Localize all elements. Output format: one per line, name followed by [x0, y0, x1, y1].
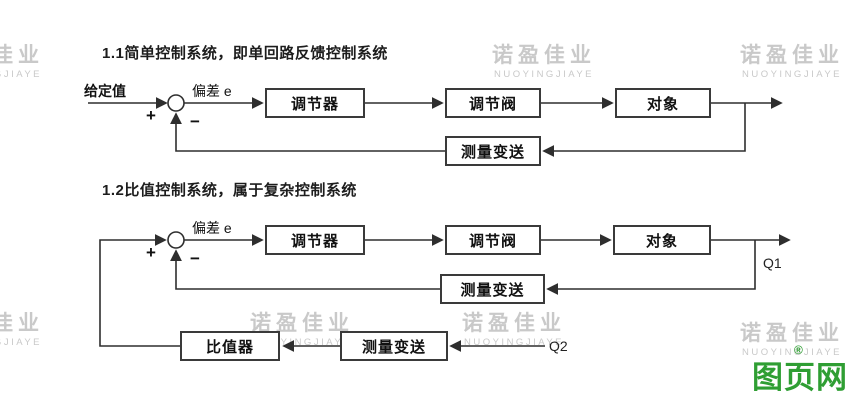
- watermark-cn: 诺盈佳业: [740, 322, 844, 345]
- watermark-en: NUOYINGJIAYE: [0, 337, 43, 349]
- valve-box-2: 调节阀: [445, 225, 541, 255]
- transmitter-label-1: 测量变送: [460, 143, 525, 161]
- watermark: 诺盈佳业 NUOYINGJIAYE: [0, 44, 44, 80]
- plant-label-2: 对象: [645, 232, 678, 250]
- minus-sign-2: −: [190, 249, 200, 268]
- watermark-cn: 诺盈佳业: [740, 44, 844, 67]
- error-label-2: 偏差 e: [192, 220, 232, 236]
- watermark: 诺盈佳业 NUOYINGJIAYE: [0, 312, 44, 348]
- valve-label-1: 调节阀: [468, 95, 517, 113]
- valve-box-1: 调节阀: [445, 88, 541, 118]
- watermark-en: NUOYINGJIAYE: [463, 337, 565, 349]
- tuyewang-logo: ® 图页网: [752, 343, 848, 397]
- transmitter-feedback-label-2: 测量变送: [460, 281, 525, 299]
- plant-label-1: 对象: [646, 95, 679, 113]
- watermark: 诺盈佳业 NUOYINGJIAYE: [250, 312, 354, 348]
- valve-label-2: 调节阀: [468, 232, 517, 250]
- plant-box-2: 对象: [613, 225, 711, 255]
- q1-label: Q1: [763, 255, 782, 271]
- watermark-en: NUOYINGJIAYE: [251, 337, 353, 349]
- ratio-label: 比值器: [205, 338, 254, 356]
- section-title-2: 1.2比值控制系统，属于复杂控制系统: [102, 182, 357, 199]
- q2-label: Q2: [549, 338, 568, 354]
- setpoint-label: 给定值: [84, 83, 126, 99]
- transmitter-q2-box: 测量变送: [340, 331, 448, 361]
- watermark-cn: 诺盈佳业: [250, 312, 354, 335]
- watermark-cn: 诺盈佳业: [462, 312, 566, 335]
- watermark: 诺盈佳业 NUOYINGJIAYE: [740, 322, 844, 358]
- section-title-1: 1.1简单控制系统，即单回路反馈控制系统: [102, 45, 388, 62]
- watermark: 诺盈佳业 NUOYINGJIAYE: [462, 312, 566, 348]
- plus-sign-2: +: [146, 243, 156, 262]
- controller-label-1: 调节器: [290, 95, 339, 113]
- watermark: 诺盈佳业 NUOYINGJIAYE: [740, 44, 844, 80]
- transmitter-q2-label: 测量变送: [361, 338, 426, 356]
- watermark-cn: 诺盈佳业: [0, 44, 44, 67]
- controller-box-1: 调节器: [265, 88, 365, 118]
- watermark-en: NUOYINGJIAYE: [0, 69, 43, 81]
- logo-text: 图页网: [752, 360, 848, 395]
- minus-sign-1: −: [190, 112, 200, 131]
- plant-box-1: 对象: [615, 88, 711, 118]
- registered-mark: ®: [794, 343, 803, 357]
- watermark: 诺盈佳业 NUOYINGJIAYE: [492, 44, 596, 80]
- transmitter-feedback-box-2: 测量变送: [440, 274, 545, 304]
- watermark-en: NUOYINGJIAYE: [493, 69, 595, 81]
- error-label-1: 偏差 e: [192, 83, 232, 99]
- plus-sign-1: +: [146, 106, 156, 125]
- controller-box-2: 调节器: [265, 225, 365, 255]
- watermark-cn: 诺盈佳业: [492, 44, 596, 67]
- watermark-en: NUOYINGJIAYE: [741, 69, 843, 81]
- controller-label-2: 调节器: [290, 232, 339, 250]
- watermark-en: NUOYINGJIAYE: [741, 347, 843, 359]
- watermark-cn: 诺盈佳业: [0, 312, 44, 335]
- transmitter-box-1: 测量变送: [445, 136, 541, 166]
- ratio-box: 比值器: [180, 331, 280, 361]
